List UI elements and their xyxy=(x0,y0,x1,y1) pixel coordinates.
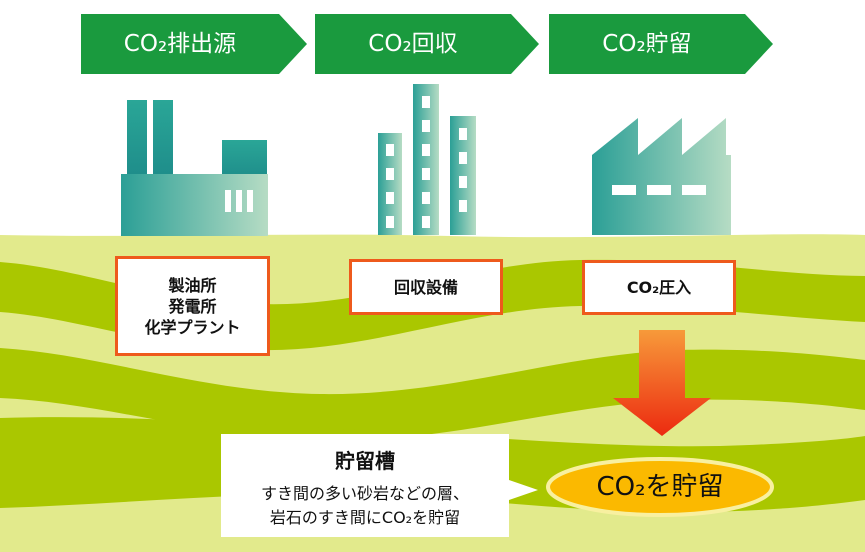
capture-towers-icon xyxy=(378,84,476,235)
facility-refinery: 製油所 xyxy=(168,275,217,295)
step-arrow-storage: CO₂貯留 xyxy=(549,14,773,74)
reservoir-callout: 貯留槽 すき間の多い砂岩などの層、 岩石のすき間にCO₂を貯留 xyxy=(221,434,509,537)
source-facilities-box: 製油所 発電所 化学プラント xyxy=(115,256,270,356)
storage-label: CO₂を貯留 xyxy=(596,472,724,502)
injection-label: CO₂圧入 xyxy=(626,278,692,297)
reservoir-title: 貯留槽 xyxy=(335,449,395,473)
reservoir-desc-line1: すき間の多い砂岩などの層、 xyxy=(260,484,469,503)
reservoir-desc-line2: 岩石のすき間にCO₂を貯留 xyxy=(269,508,461,527)
step-arrow-capture: CO₂回収 xyxy=(315,14,539,74)
step-label-storage: CO₂貯留 xyxy=(602,31,692,57)
injection-box: CO₂圧入 xyxy=(582,260,736,315)
storage-oval xyxy=(546,457,774,517)
step-arrow-source: CO₂排出源 xyxy=(81,14,307,74)
callout-bubble xyxy=(221,434,538,537)
step-label-capture: CO₂回収 xyxy=(368,31,458,57)
facility-chemical-plant: 化学プラント xyxy=(144,317,241,337)
step-label-source: CO₂排出源 xyxy=(123,31,237,57)
capture-equipment-label: 回収設備 xyxy=(393,277,458,297)
down-arrow-icon xyxy=(613,330,711,436)
facility-power-plant: 発電所 xyxy=(168,296,217,316)
factory-icon xyxy=(121,100,268,236)
capture-equipment-box: 回収設備 xyxy=(349,259,503,315)
injection-plant-icon xyxy=(592,118,731,235)
